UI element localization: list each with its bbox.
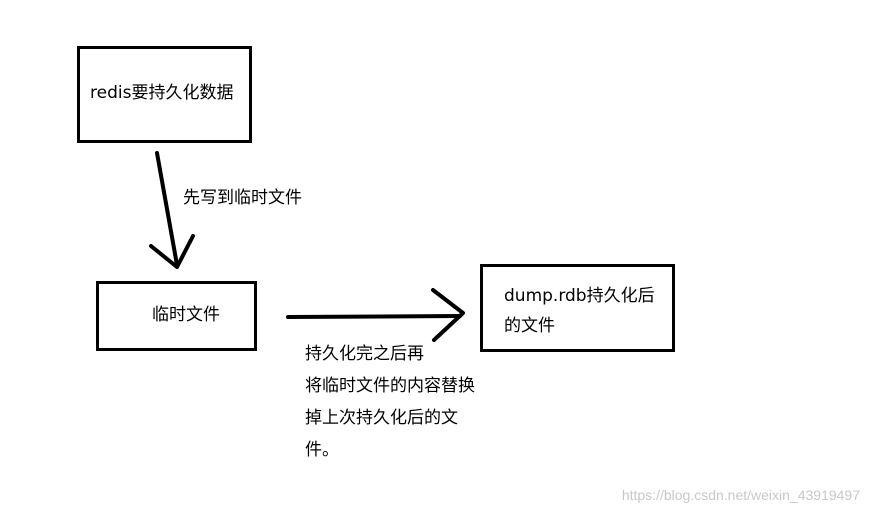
dump-rdb-box-line1: dump.rdb持久化后 xyxy=(504,286,655,306)
replace-note-line: 将临时文件的内容替换 xyxy=(305,376,475,396)
arrow-down-head xyxy=(149,234,195,269)
watermark-url: https://blog.csdn.net/weixin_43919497 xyxy=(621,487,860,503)
arrow-down xyxy=(155,151,179,267)
replace-note-line: 持久化完之后再 xyxy=(305,344,424,364)
dump-rdb-box xyxy=(480,264,675,352)
arrow-right-head xyxy=(431,288,465,342)
write-temp-label: 先写到临时文件 xyxy=(183,188,302,208)
temp-file-box xyxy=(96,281,257,351)
redis-box-label: redis要持久化数据 xyxy=(90,83,234,103)
dump-rdb-box-line2: 的文件 xyxy=(504,316,555,336)
arrow-right xyxy=(286,314,462,319)
redis-box xyxy=(77,46,252,143)
replace-note-line: 件。 xyxy=(305,440,339,460)
replace-note-line: 掉上次持久化后的文 xyxy=(305,408,458,428)
temp-file-box-label: 临时文件 xyxy=(152,305,220,325)
